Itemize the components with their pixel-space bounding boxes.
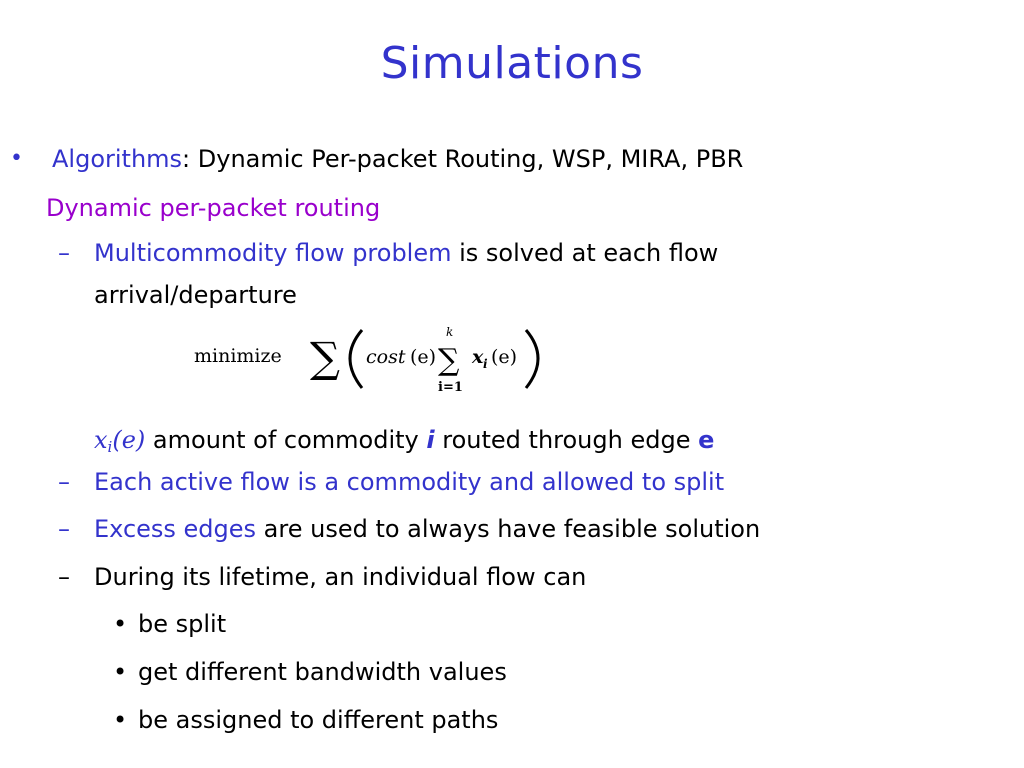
formula-cost-arg: (e) xyxy=(410,346,436,368)
algorithms-line: Algorithms: Dynamic Per-packet Routing, … xyxy=(52,144,743,174)
definition-i: i xyxy=(426,426,435,454)
sub-item: be split xyxy=(138,610,227,638)
subheading: Dynamic per-packet routing xyxy=(46,194,381,222)
formula-left-paren xyxy=(348,329,364,389)
definition-text2: routed through edge xyxy=(434,426,699,454)
excess-edges-line: Excess edges are used to always have fea… xyxy=(94,514,760,544)
formula-minimize: minimize xyxy=(194,345,282,367)
formula-x-arg: (e) xyxy=(491,346,517,368)
active-flow-line: Each active flow is a commodity and allo… xyxy=(94,468,725,496)
slide-title: Simulations xyxy=(380,38,644,89)
multicommodity-line2: arrival/departure xyxy=(94,281,297,309)
dash-marker: – xyxy=(58,239,70,267)
formula-cost: cost xyxy=(366,346,406,368)
definition-line: xi(e) amount of commodity i routed throu… xyxy=(94,425,714,462)
dash-marker: – xyxy=(58,515,70,543)
excess-edges-highlight: Excess edges xyxy=(94,515,257,543)
dash-marker: – xyxy=(58,468,70,496)
multicommodity-line: Multicommodity flow problem is solved at… xyxy=(94,238,718,268)
sub-bullet-marker: • xyxy=(113,706,128,734)
sub-item: be assigned to different paths xyxy=(138,706,499,734)
formula-outer-sum: ∑ xyxy=(310,333,340,382)
formula-x: x xyxy=(471,346,484,368)
definition-sub: i xyxy=(107,438,113,456)
algorithms-list: Dynamic Per-packet Routing, WSP, MIRA, P… xyxy=(190,145,744,173)
excess-edges-rest: are used to always have feasible solutio… xyxy=(256,515,761,543)
definition-e: e xyxy=(698,426,715,454)
definition-text1: amount of commodity xyxy=(145,426,427,454)
sub-bullet-marker: • xyxy=(113,658,128,686)
objective-formula: minimize ∑ cost (e) k ∑ i=1 x i (e) xyxy=(194,325,540,395)
formula-upper-limit: k xyxy=(446,325,453,339)
multicommodity-highlight: Multicommodity flow problem xyxy=(94,239,452,267)
bullet-marker: • xyxy=(10,146,23,171)
dash-marker: – xyxy=(58,563,70,591)
sub-item: get different bandwidth values xyxy=(138,658,507,686)
formula-right-paren xyxy=(524,329,540,389)
lifetime-line: During its lifetime, an individual flow … xyxy=(94,563,587,591)
multicommodity-rest: is solved at each flow xyxy=(451,239,719,267)
definition-x: x xyxy=(94,426,108,454)
formula-x-sub: i xyxy=(483,357,488,371)
definition-arg: (e) xyxy=(112,426,146,454)
algorithms-colon: : xyxy=(182,145,191,173)
sub-bullet-marker: • xyxy=(113,610,128,638)
algorithms-label: Algorithms xyxy=(52,145,183,173)
formula-inner-sum: ∑ xyxy=(438,343,460,378)
formula-lower-limit: i=1 xyxy=(438,380,463,395)
